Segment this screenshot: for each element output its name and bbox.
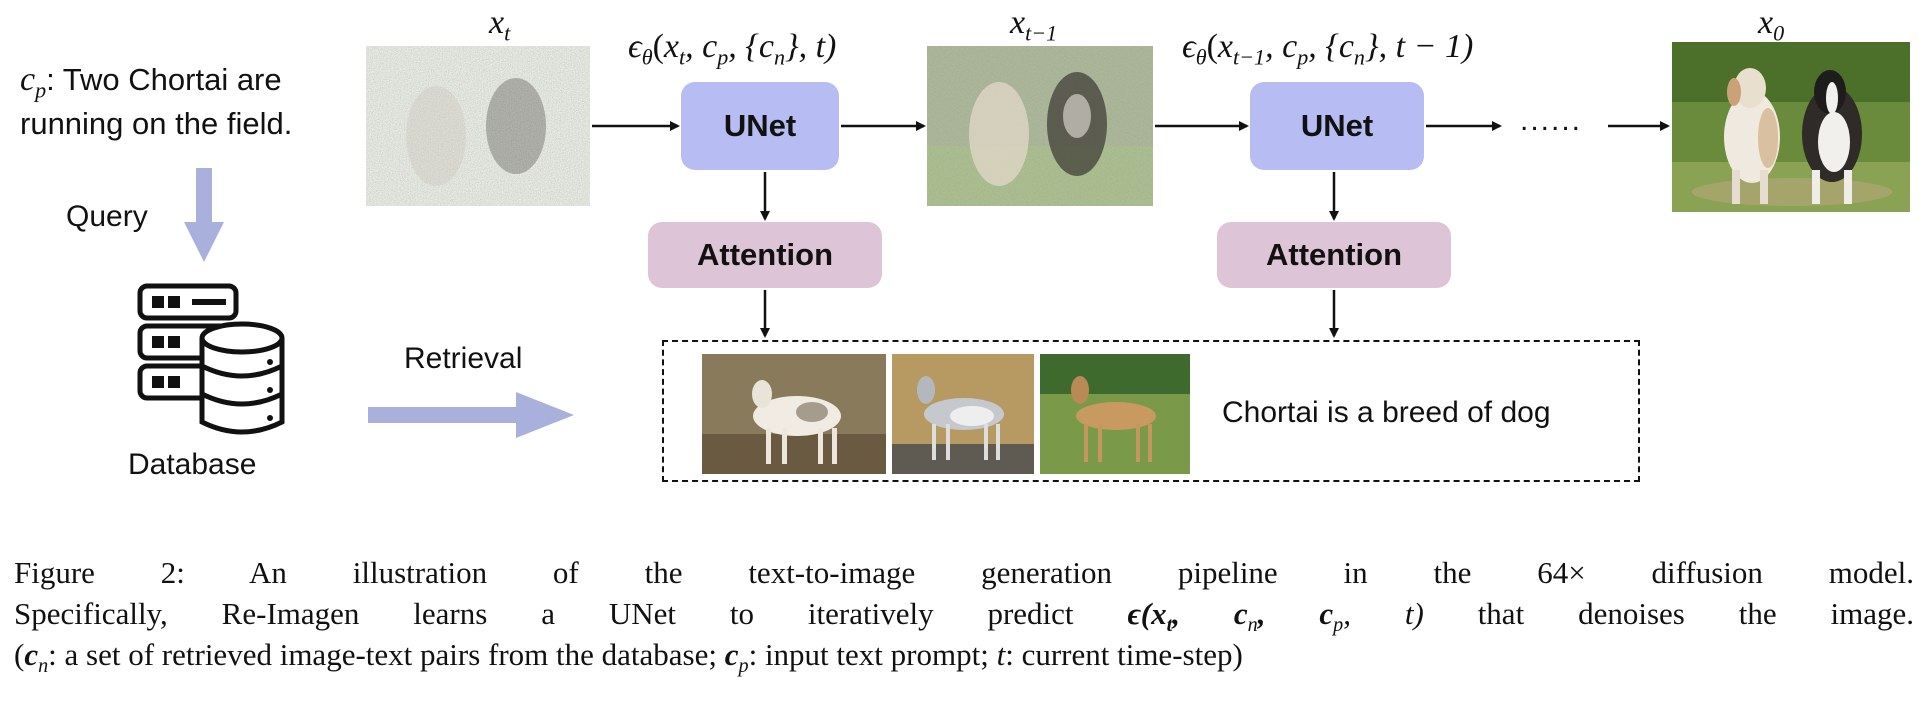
query-arrow — [184, 168, 224, 262]
eps-label-2: ϵθ(xt−1, cp, {cn}, t − 1) — [1182, 28, 1474, 70]
label-x0: x0 — [1758, 4, 1785, 46]
database-icon — [137, 283, 285, 435]
query-label: Query — [66, 200, 148, 233]
noisy-image-xt-minus-1 — [927, 46, 1153, 206]
retrieved-dog-image-3 — [1040, 354, 1190, 474]
attention-block-1: Attention — [648, 222, 882, 288]
prompt-line-2: running on the field. — [20, 106, 293, 141]
label-xt-minus-1: xt−1 — [1010, 4, 1058, 46]
flow-arrows — [592, 121, 1670, 338]
retrieved-pairs-box — [662, 340, 1640, 482]
noisy-image-xt — [366, 46, 590, 206]
generated-image-x0 — [1672, 42, 1910, 212]
ellipsis: ...... — [1520, 104, 1583, 137]
caption-line-1: Figure 2: An illustration of the text-to… — [14, 555, 1914, 590]
retrieval-arrow — [368, 392, 574, 438]
retrieval-label: Retrieval — [404, 342, 523, 375]
retrieved-dog-image-1 — [702, 354, 886, 474]
attention-block-2: Attention — [1217, 222, 1451, 288]
caption-line-3: (cn: a set of retrieved image-text pairs… — [14, 637, 1243, 678]
caption-line-2: Specifically, Re-Imagen learns a UNet to… — [14, 596, 1914, 637]
label-xt: xt — [489, 4, 511, 46]
unet-block-1: UNet — [681, 82, 839, 170]
eps-label-1: ϵθ(xt, cp, {cn}, t) — [628, 28, 837, 70]
retrieved-text: Chortai is a breed of dog — [1222, 396, 1551, 429]
prompt-line-1: cp: Two Chortai are — [20, 61, 282, 103]
unet-block-2: UNet — [1250, 82, 1424, 170]
retrieved-dog-image-2 — [892, 354, 1034, 474]
prompt-text: cp: Two Chortai are running on the field… — [20, 58, 292, 146]
figure-caption: Figure 2: An illustration of the text-to… — [14, 552, 1914, 678]
database-label: Database — [128, 448, 257, 481]
